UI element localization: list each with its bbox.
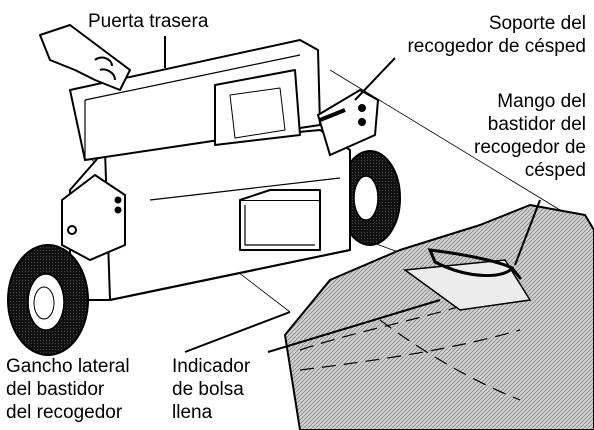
label-full-bag-indicator: Indicador de bolsa llena [172, 356, 251, 423]
rear-right-wheel [339, 150, 401, 246]
grass-catcher-support [316, 88, 380, 157]
label-frame-side-hook: Gancho lateral del bastidor del recogedo… [6, 356, 130, 423]
label-rear-door: Puerta trasera [88, 11, 209, 32]
label-grass-catcher-frame-handle: Mango del bastidor del recogedor de césp… [474, 91, 586, 181]
grass-catcher-frame-handle [427, 248, 522, 280]
label-grass-catcher-support: Soporte del recogedor de césped [407, 13, 586, 57]
mower-deck [69, 129, 351, 301]
hand-icon [39, 24, 131, 91]
rear-door-panel [69, 39, 321, 161]
left-side-plate [61, 173, 126, 262]
leader-lines [164, 36, 541, 353]
front-left-wheel [7, 244, 89, 356]
full-bag-indicator-window [402, 259, 532, 311]
